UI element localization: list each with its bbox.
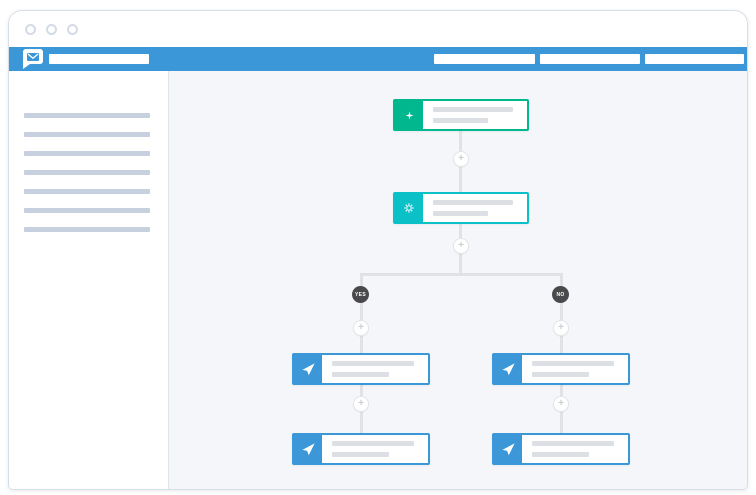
node-content [322, 435, 428, 463]
browser-titlebar [9, 11, 747, 47]
node-content [423, 194, 527, 222]
paper-plane-icon [494, 355, 522, 383]
plus-icon: + [358, 398, 364, 409]
plus-icon: + [458, 153, 464, 164]
plus-icon: + [558, 322, 564, 333]
sidebar-text-line [24, 170, 150, 175]
nav-item-placeholder[interactable] [540, 54, 640, 64]
plus-icon: + [358, 322, 364, 333]
gear-icon [395, 194, 423, 222]
email-node[interactable] [292, 433, 430, 465]
node-subtitle-placeholder [532, 452, 589, 457]
paper-plane-icon [294, 355, 322, 383]
node-subtitle-placeholder [532, 372, 589, 377]
brand-placeholder [49, 54, 149, 64]
app-header [9, 47, 747, 71]
email-node[interactable] [492, 353, 630, 385]
connector-line [560, 273, 563, 353]
connector-line [360, 273, 363, 353]
node-content [522, 355, 628, 383]
plus-icon: + [558, 398, 564, 409]
window-control-icon[interactable] [25, 23, 36, 35]
node-subtitle-placeholder [433, 211, 489, 216]
add-step-button[interactable]: + [353, 396, 369, 412]
workflow-canvas: + + + + + + YES NO [169, 71, 747, 489]
email-node[interactable] [292, 353, 430, 385]
node-title-placeholder [532, 361, 614, 366]
branch-label-no: NO [552, 286, 569, 303]
branch-label-yes: YES [352, 286, 369, 303]
node-subtitle-placeholder [332, 452, 389, 457]
window-control-icon[interactable] [67, 23, 78, 35]
trigger-node[interactable] [393, 99, 529, 131]
node-title-placeholder [332, 441, 414, 446]
paper-plane-icon [294, 435, 322, 463]
add-step-button[interactable]: + [353, 320, 369, 336]
mail-bubble-icon [23, 49, 43, 69]
window-control-icon[interactable] [46, 23, 57, 35]
add-step-button[interactable]: + [453, 151, 469, 167]
browser-window: + + + + + + YES NO [8, 10, 748, 490]
paper-plane-icon [494, 435, 522, 463]
plus-icon: + [458, 240, 464, 251]
node-content [423, 101, 527, 129]
node-subtitle-placeholder [433, 118, 489, 123]
node-subtitle-placeholder [332, 372, 389, 377]
node-title-placeholder [332, 361, 414, 366]
connector-line [360, 273, 563, 276]
condition-node[interactable] [393, 192, 529, 224]
sidebar [9, 71, 169, 489]
node-title-placeholder [532, 441, 614, 446]
sidebar-text-line [24, 208, 150, 213]
sidebar-text-line [24, 227, 150, 232]
node-title-placeholder [433, 200, 513, 205]
sidebar-text-line [24, 189, 150, 194]
node-title-placeholder [433, 107, 513, 112]
star-icon [395, 101, 423, 129]
add-step-button[interactable]: + [553, 396, 569, 412]
nav-item-placeholder[interactable] [645, 54, 744, 64]
node-content [322, 355, 428, 383]
add-step-button[interactable]: + [453, 238, 469, 254]
node-content [522, 435, 628, 463]
email-node[interactable] [492, 433, 630, 465]
sidebar-text-line [24, 151, 150, 156]
add-step-button[interactable]: + [553, 320, 569, 336]
nav-item-placeholder[interactable] [434, 54, 535, 64]
sidebar-text-line [24, 113, 150, 118]
sidebar-text-line [24, 132, 150, 137]
